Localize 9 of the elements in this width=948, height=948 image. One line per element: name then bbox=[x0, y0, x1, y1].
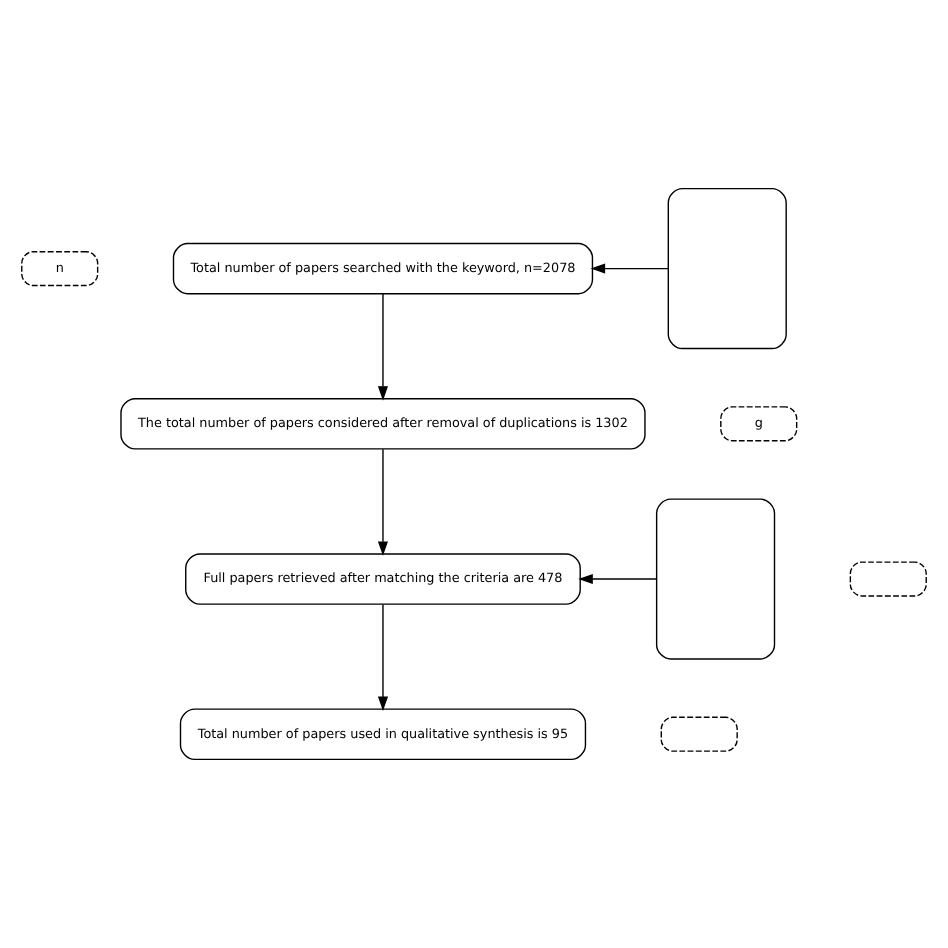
node-box bbox=[667, 187, 787, 350]
arrow bbox=[377, 293, 389, 401]
arrow bbox=[377, 603, 389, 712]
arrow bbox=[578, 573, 658, 585]
node-box bbox=[660, 716, 738, 752]
arrow bbox=[377, 448, 389, 556]
node-box bbox=[655, 498, 776, 660]
arrow bbox=[590, 263, 669, 274]
node-box bbox=[849, 561, 927, 597]
